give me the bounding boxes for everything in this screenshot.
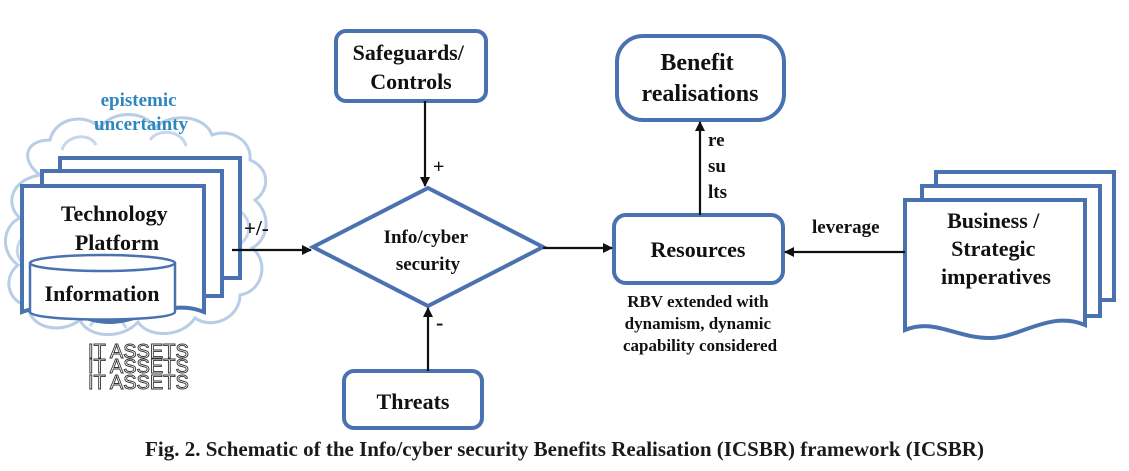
- business-strategic-label: Business / Strategic imperatives: [941, 208, 1051, 289]
- information-label: Information: [45, 281, 160, 306]
- benefit-realisations-node: [615, 34, 786, 122]
- resources-label: Resources: [651, 237, 746, 262]
- business-doc-front: [903, 198, 1087, 341]
- info-cyber-security-label: Info/cyber security: [384, 227, 473, 275]
- arrows: [232, 101, 905, 371]
- threats-label: Threats: [377, 389, 450, 414]
- plus-label: +: [433, 156, 444, 178]
- it-assets-stack: IT ASSETS IT ASSETS IT ASSETS: [88, 341, 190, 395]
- threats-node: [342, 369, 484, 430]
- safeguards-controls-node: [334, 29, 488, 103]
- svg-text:IT ASSETS: IT ASSETS: [88, 341, 189, 363]
- technology-platform-label: Technology Platform: [61, 201, 173, 255]
- figure-caption: Fig. 2. Schematic of the Info/cyber secu…: [145, 437, 984, 461]
- info-cyber-security-node: [308, 185, 548, 309]
- benefit-realisations-label: Benefit realisations: [642, 50, 759, 107]
- results-label: re su lts: [708, 130, 731, 203]
- svg-text:IT ASSETS: IT ASSETS: [88, 356, 189, 378]
- rbv-note: RBV extended with dynamism, dynamic capa…: [623, 292, 778, 355]
- svg-text:IT ASSETS: IT ASSETS: [88, 372, 189, 394]
- resources-node: [612, 213, 785, 285]
- information-database: [28, 253, 177, 321]
- safeguards-controls-label: Safeguards/ Controls: [353, 40, 470, 94]
- epistemic-label: epistemic uncertainty: [94, 90, 188, 135]
- plus-minus-label: +/-: [244, 216, 269, 240]
- minus-label: -: [436, 310, 443, 335]
- business-strategic-stack: [903, 170, 1116, 341]
- leverage-label: leverage: [812, 217, 880, 238]
